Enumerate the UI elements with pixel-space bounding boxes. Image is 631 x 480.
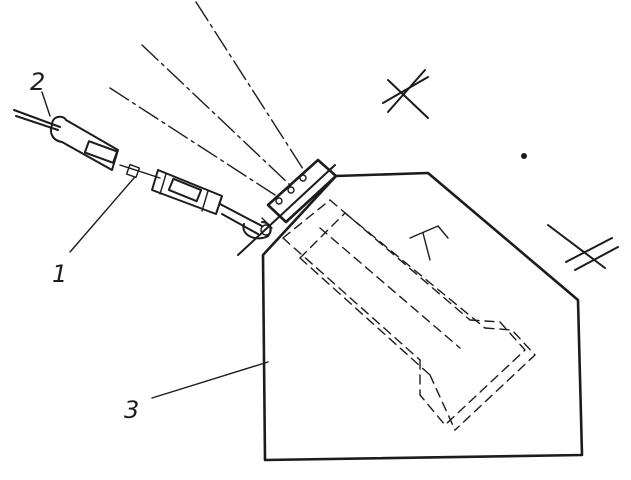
- hatch-mark-right: [547, 224, 619, 271]
- leader-line-1: [69, 177, 135, 253]
- leader-line-2: [41, 91, 51, 117]
- hatch-mark-inner: [409, 225, 449, 261]
- label-pit: 3: [124, 396, 139, 424]
- label-rope: 2: [30, 68, 45, 96]
- ink-dot: [521, 153, 527, 159]
- leader-line-3: [151, 361, 269, 399]
- hatch-mark-top: [382, 69, 429, 119]
- anchor-plate: [237, 158, 338, 256]
- hidden-object: [282, 199, 536, 431]
- label-turnbuckle: 1: [52, 260, 67, 288]
- turnbuckle-assembly: [50, 115, 272, 240]
- axis-lines: [109, 1, 306, 196]
